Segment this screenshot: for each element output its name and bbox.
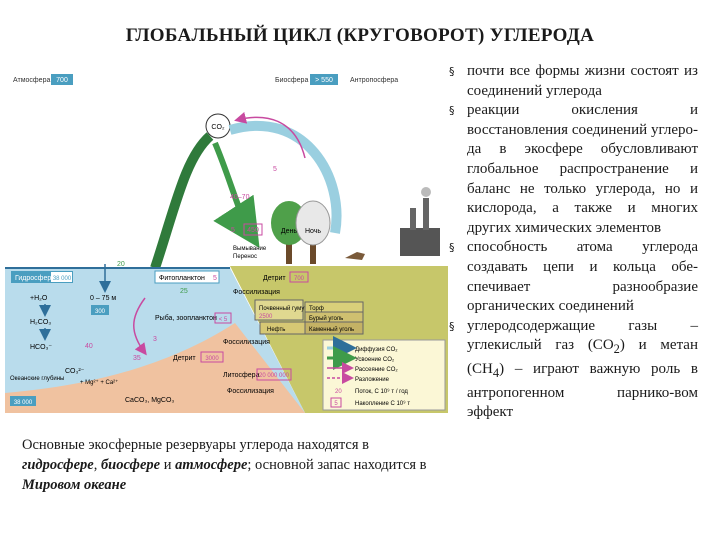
svg-text:> 550: > 550	[315, 77, 333, 84]
fossilization2-label: Фоссилизация	[223, 339, 270, 346]
caption-text: Основные экосферные резервуары углерода …	[22, 437, 369, 453]
svg-text:Гидросфера: Гидросфера	[15, 275, 55, 282]
co2-label: CO₂	[211, 124, 225, 131]
deep-ocean-value: 38 000	[14, 400, 33, 406]
carbon-cycle-diagram: Атмосфера 700 Биосфера > 550 Антропосфер…	[5, 68, 448, 413]
caption-hydrosphere: гидросфере	[22, 457, 94, 473]
bullet-item: почти все формы жизни состоят из соедине…	[452, 62, 698, 101]
anthroposphere-label: Антропосфера	[350, 77, 398, 84]
caption-and: и	[160, 457, 175, 473]
fish-label: Рыба, зоопланктон	[155, 314, 217, 322]
legend-item-2: Усвоение CO₂	[355, 357, 395, 363]
svg-text:Каменный уголь: Каменный уголь	[309, 326, 354, 333]
svg-text:Почвенный гумус: Почвенный гумус	[259, 305, 307, 312]
svg-text:Фитопланктон: Фитопланктон	[159, 275, 205, 282]
h2co3-label: H₂CO₃	[30, 319, 51, 326]
legend-store: Накопление С 10⁹ т	[355, 400, 410, 407]
svg-text:Атмосфера: Атмосфера	[13, 77, 50, 84]
svg-text:700: 700	[56, 77, 68, 84]
svg-text:5: 5	[213, 275, 217, 282]
detritus-label: Детрит	[173, 355, 196, 362]
caption-world-ocean: Мировом океане	[22, 477, 126, 493]
ions-label: + Mg²⁺ + Ca²⁺	[80, 379, 118, 386]
flux-35: 35	[133, 355, 141, 362]
flux-40-70: 40–70	[230, 194, 250, 201]
legend-item-3: Рассеяние CO₂	[355, 367, 398, 373]
hydrosphere-label: Гидросфера 38 000	[11, 271, 73, 283]
flux-3: 3	[153, 336, 157, 343]
fish-value: < 5	[219, 317, 228, 323]
hco3-label: HCO₃⁻	[30, 344, 52, 351]
bullet-item: реакции окисления и восстановления соеди…	[452, 101, 698, 238]
bullet-item-gases: углеродсодержащие газы – углекислый газ …	[452, 317, 698, 423]
svg-text:38 000: 38 000	[53, 276, 72, 282]
outgassing-label: Вымывание	[233, 246, 267, 252]
fossilization-label: Фоссилизация	[233, 289, 280, 296]
page-title: ГЛОБАЛЬНЫЙ ЦИКЛ (КРУГОВОРОТ) УГЛЕРОДА	[0, 25, 720, 47]
bullet-item: способность атома углерода создавать цеп…	[452, 238, 698, 316]
caption-sep: ,	[94, 457, 101, 473]
svg-text:День: День	[281, 228, 297, 235]
caption: Основные экосферные резервуары углерода …	[22, 435, 442, 495]
diagram-svg: Атмосфера 700 Биосфера > 550 Антропосфер…	[5, 68, 448, 413]
svg-text:Ночь: Ночь	[305, 228, 321, 235]
flux-5-mid: 5	[231, 227, 235, 234]
detritus-value: 3000	[205, 356, 219, 362]
h2o-label: +H₂O	[30, 295, 48, 302]
legend: Диффузия CO₂ Усвоение CO₂ Рассеяние CO₂ …	[323, 340, 445, 410]
flux-450: 450	[247, 227, 259, 234]
bullet-list: почти все формы жизни состоят из соедине…	[452, 62, 698, 423]
legend-flux: Поток, С 10⁹ т / год	[355, 388, 408, 395]
flux-20: 20	[117, 261, 125, 268]
svg-text:20: 20	[335, 389, 342, 395]
flux-40: 40	[85, 343, 93, 350]
svg-text:Детрит: Детрит	[263, 275, 286, 282]
svg-text:20 000 000: 20 000 000	[259, 373, 290, 379]
depth-label: 0 – 75 м	[90, 295, 116, 302]
bullet4-text-3: ) – играют важную роль в антропогенном п…	[467, 361, 698, 420]
flux-5-top: 5	[273, 166, 277, 173]
depth-value: 300	[95, 309, 106, 315]
phytoplankton-label: Фитопланктон 5	[155, 271, 219, 283]
svg-text:700: 700	[294, 276, 305, 282]
flux-25: 25	[180, 288, 188, 295]
caption-atmosphere: атмосфере	[175, 457, 247, 473]
fossilization3-label: Фоссилизация	[227, 388, 274, 395]
carbonates-label: CaCO₃, MgCO₃	[125, 397, 174, 404]
svg-text:Бурый уголь: Бурый уголь	[309, 315, 343, 322]
svg-text:Биосфера: Биосфера	[275, 77, 308, 84]
svg-text:Торф: Торф	[309, 306, 324, 312]
deep-ocean-label: Океанские глубины	[10, 376, 64, 382]
svg-text:Нефть: Нефть	[267, 327, 285, 333]
legend-item-1: Диффузия CO₂	[355, 347, 398, 353]
co3-label: CO₃²⁻	[65, 368, 85, 375]
svg-text:2500: 2500	[259, 314, 273, 320]
soil-humus: Почвенный гумус 2500	[255, 300, 307, 320]
svg-text:Литосфера: Литосфера	[223, 372, 260, 379]
caption-biosphere: биосфере	[101, 457, 160, 473]
caption-text-2: ; основной запас находится в	[247, 457, 426, 473]
legend-item-4: Разложение	[355, 377, 390, 383]
transfer-label: Перенос	[233, 254, 257, 260]
